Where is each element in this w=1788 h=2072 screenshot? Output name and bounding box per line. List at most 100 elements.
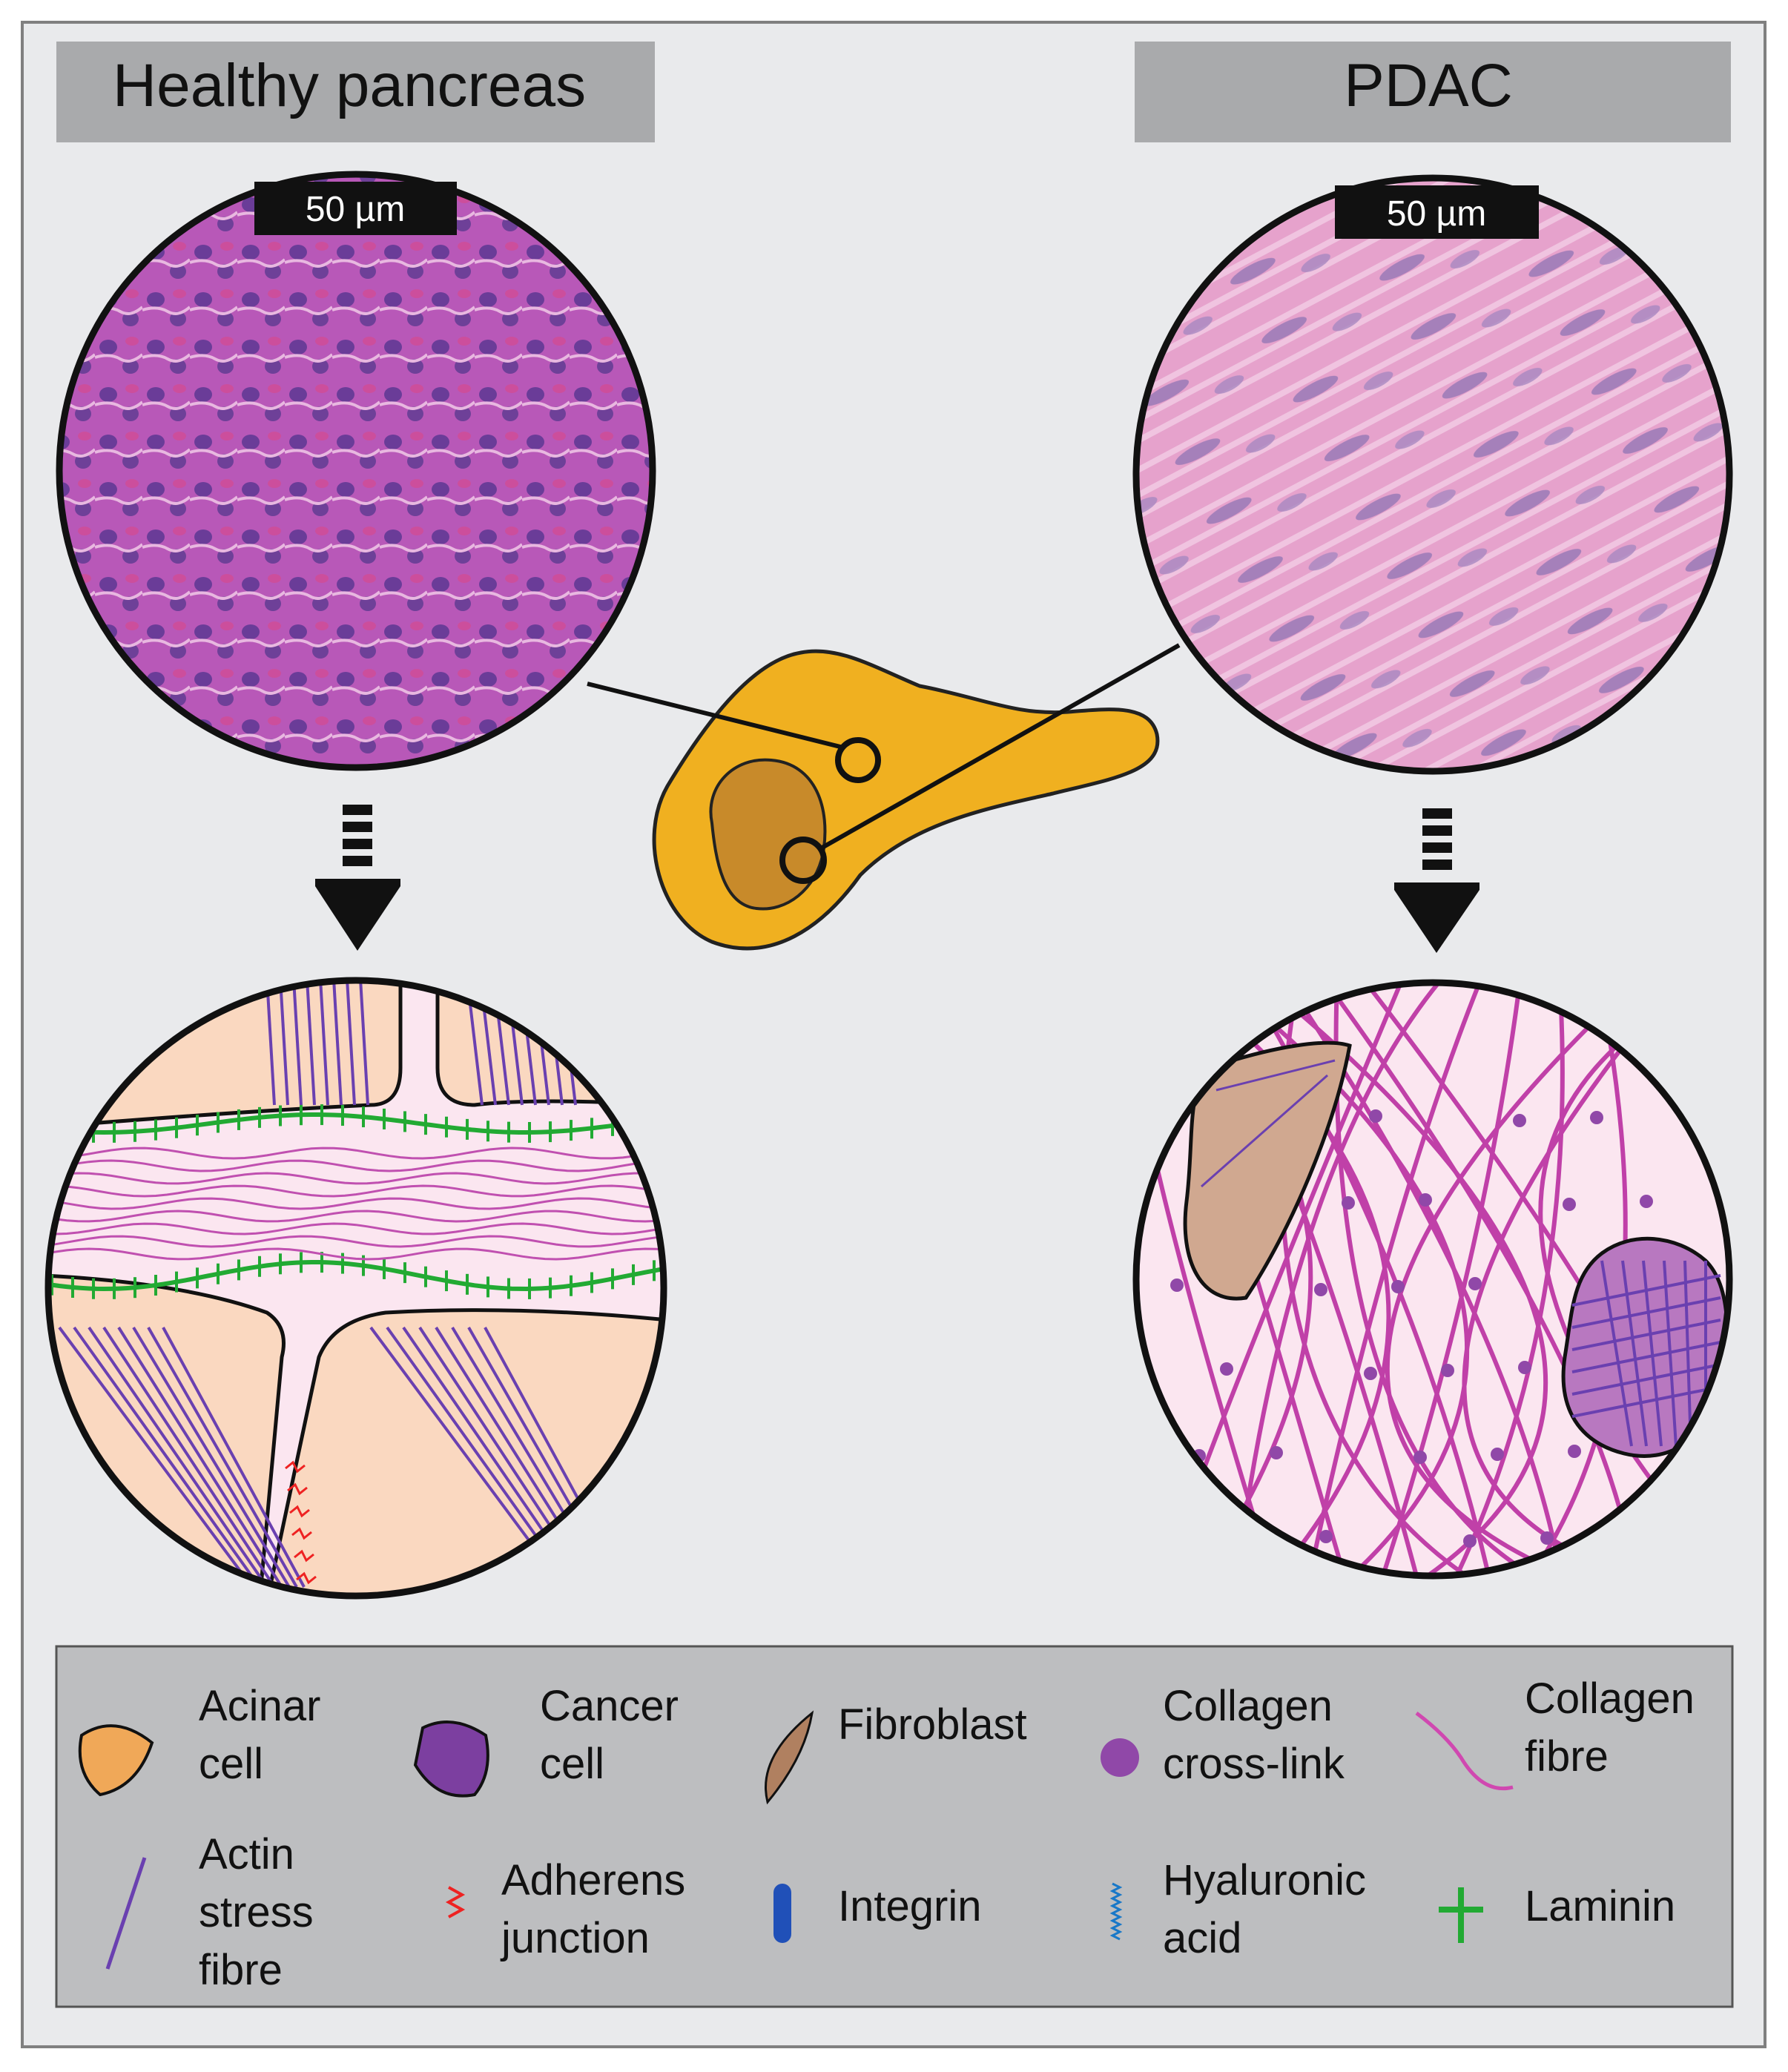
pdac-schematic-circle <box>1132 979 1733 1580</box>
fibroblast-cell <box>1183 1040 1352 1301</box>
pdac-histology-circle <box>1132 174 1733 775</box>
collagen-cross-link <box>1491 1448 1504 1461</box>
collagen-fibre <box>1333 983 1557 1576</box>
actin-fibres-pdac <box>1201 1059 1721 1447</box>
legend-item-integrin: Integrin <box>773 1882 981 1943</box>
healthy-histology <box>59 174 653 768</box>
adherens-junction <box>285 1460 306 1474</box>
collagen-fibre <box>1282 983 1566 1576</box>
collagen-cross-link <box>1468 1277 1482 1290</box>
laminin-icon <box>1439 1887 1483 1943</box>
collagen-fibre <box>1305 983 1483 1576</box>
collagen-cross-link <box>1441 1364 1454 1377</box>
collagen-fibre <box>48 1222 664 1235</box>
adherens-junction <box>287 1482 308 1496</box>
collagen-fibre <box>1136 983 1278 1576</box>
pdac-title: PDAC <box>1344 52 1513 119</box>
legend-label: Integrin <box>838 1882 981 1930</box>
scale-bar-right <box>1335 185 1539 239</box>
pdac-title-box <box>1135 42 1731 142</box>
legend-item-fibroblast: Fibroblast <box>765 1700 1027 1805</box>
collagen-cross-link <box>1413 1451 1427 1464</box>
scale-bar-right-label: 50 µm <box>1387 194 1486 234</box>
collagen-fibre <box>48 1184 664 1198</box>
integrin-icon <box>773 1884 791 1943</box>
actin-stress-fibre-icon <box>105 1857 147 1970</box>
collagen-cross-link <box>1463 1534 1477 1548</box>
healthy-schematic-circle <box>44 977 667 1600</box>
arrow-healthy <box>315 805 400 951</box>
pdac-histology <box>1136 178 1729 771</box>
arrow-pdac <box>1394 808 1479 953</box>
collagen-fibre <box>48 1146 664 1160</box>
hyaluronic-acid-icon <box>1109 1882 1123 1941</box>
adherens-junction <box>296 1571 317 1585</box>
collagen-fibre <box>48 1210 664 1223</box>
collagen-cross-link <box>1563 1198 1576 1211</box>
collagen-fibres-healthy <box>48 1146 664 1261</box>
collagen-cross-link <box>1170 1278 1184 1292</box>
collagen-cross-link <box>1540 1531 1554 1545</box>
collagen-fibre <box>48 1235 664 1248</box>
legend-box <box>55 1645 1734 2008</box>
connector-pdac <box>818 643 1181 851</box>
collagen-fibre <box>1377 983 1523 1576</box>
adherens-junction <box>291 1527 312 1540</box>
collagen-cross-link-icon <box>1101 1738 1139 1777</box>
collagen-cross-link <box>1314 1283 1327 1296</box>
collagen-cross-link <box>1419 1193 1432 1207</box>
adherens-junction-icon <box>445 1886 466 1918</box>
collagen-cross-link <box>1513 1114 1526 1127</box>
collagen-cross-link <box>1568 1445 1581 1458</box>
acinar-cell-icon <box>78 1724 154 1797</box>
healthy-title: Healthy pancreas <box>113 52 586 119</box>
adherens-junction <box>294 1549 314 1563</box>
laminin-band-upper <box>48 1104 664 1143</box>
collagen-fibre <box>48 1247 664 1261</box>
fibroblast-icon <box>765 1710 814 1805</box>
legend-label: Fibroblast <box>838 1700 1027 1749</box>
healthy-title-box <box>56 42 655 142</box>
legend-item-laminin: Laminin <box>1439 1882 1675 1943</box>
collagen-fibre <box>48 1197 664 1210</box>
collagen-cross-link <box>1220 1362 1233 1376</box>
collagen-cross-link <box>1369 1109 1382 1123</box>
collagen-fibre <box>1257 983 1548 1576</box>
collagen-cross-link <box>1640 1195 1653 1208</box>
collagen-cross-link <box>1342 1196 1355 1210</box>
collagen-fibre <box>1449 983 1565 1576</box>
collagen-fibre <box>48 1172 664 1185</box>
scale-bar-left-label: 50 µm <box>306 190 405 229</box>
collagen-cross-link <box>1518 1361 1531 1374</box>
adherens-junction <box>289 1505 310 1518</box>
scale-bar-left <box>254 182 457 235</box>
legend-label: Laminin <box>1525 1882 1675 1930</box>
collagen-cross-link <box>1391 1280 1405 1293</box>
collagen-cross-link <box>1270 1446 1283 1459</box>
collagen-cross-link <box>1590 1111 1603 1124</box>
collagen-fibre-icon <box>1415 1712 1514 1791</box>
collagen-fibre <box>1233 983 1444 1576</box>
cancer-cell-icon <box>413 1720 489 1798</box>
healthy-histology-circle <box>56 171 656 771</box>
collagen-cross-link <box>1319 1530 1333 1543</box>
collagen-cross-link <box>1364 1367 1377 1380</box>
laminin-band-lower <box>48 1252 664 1299</box>
